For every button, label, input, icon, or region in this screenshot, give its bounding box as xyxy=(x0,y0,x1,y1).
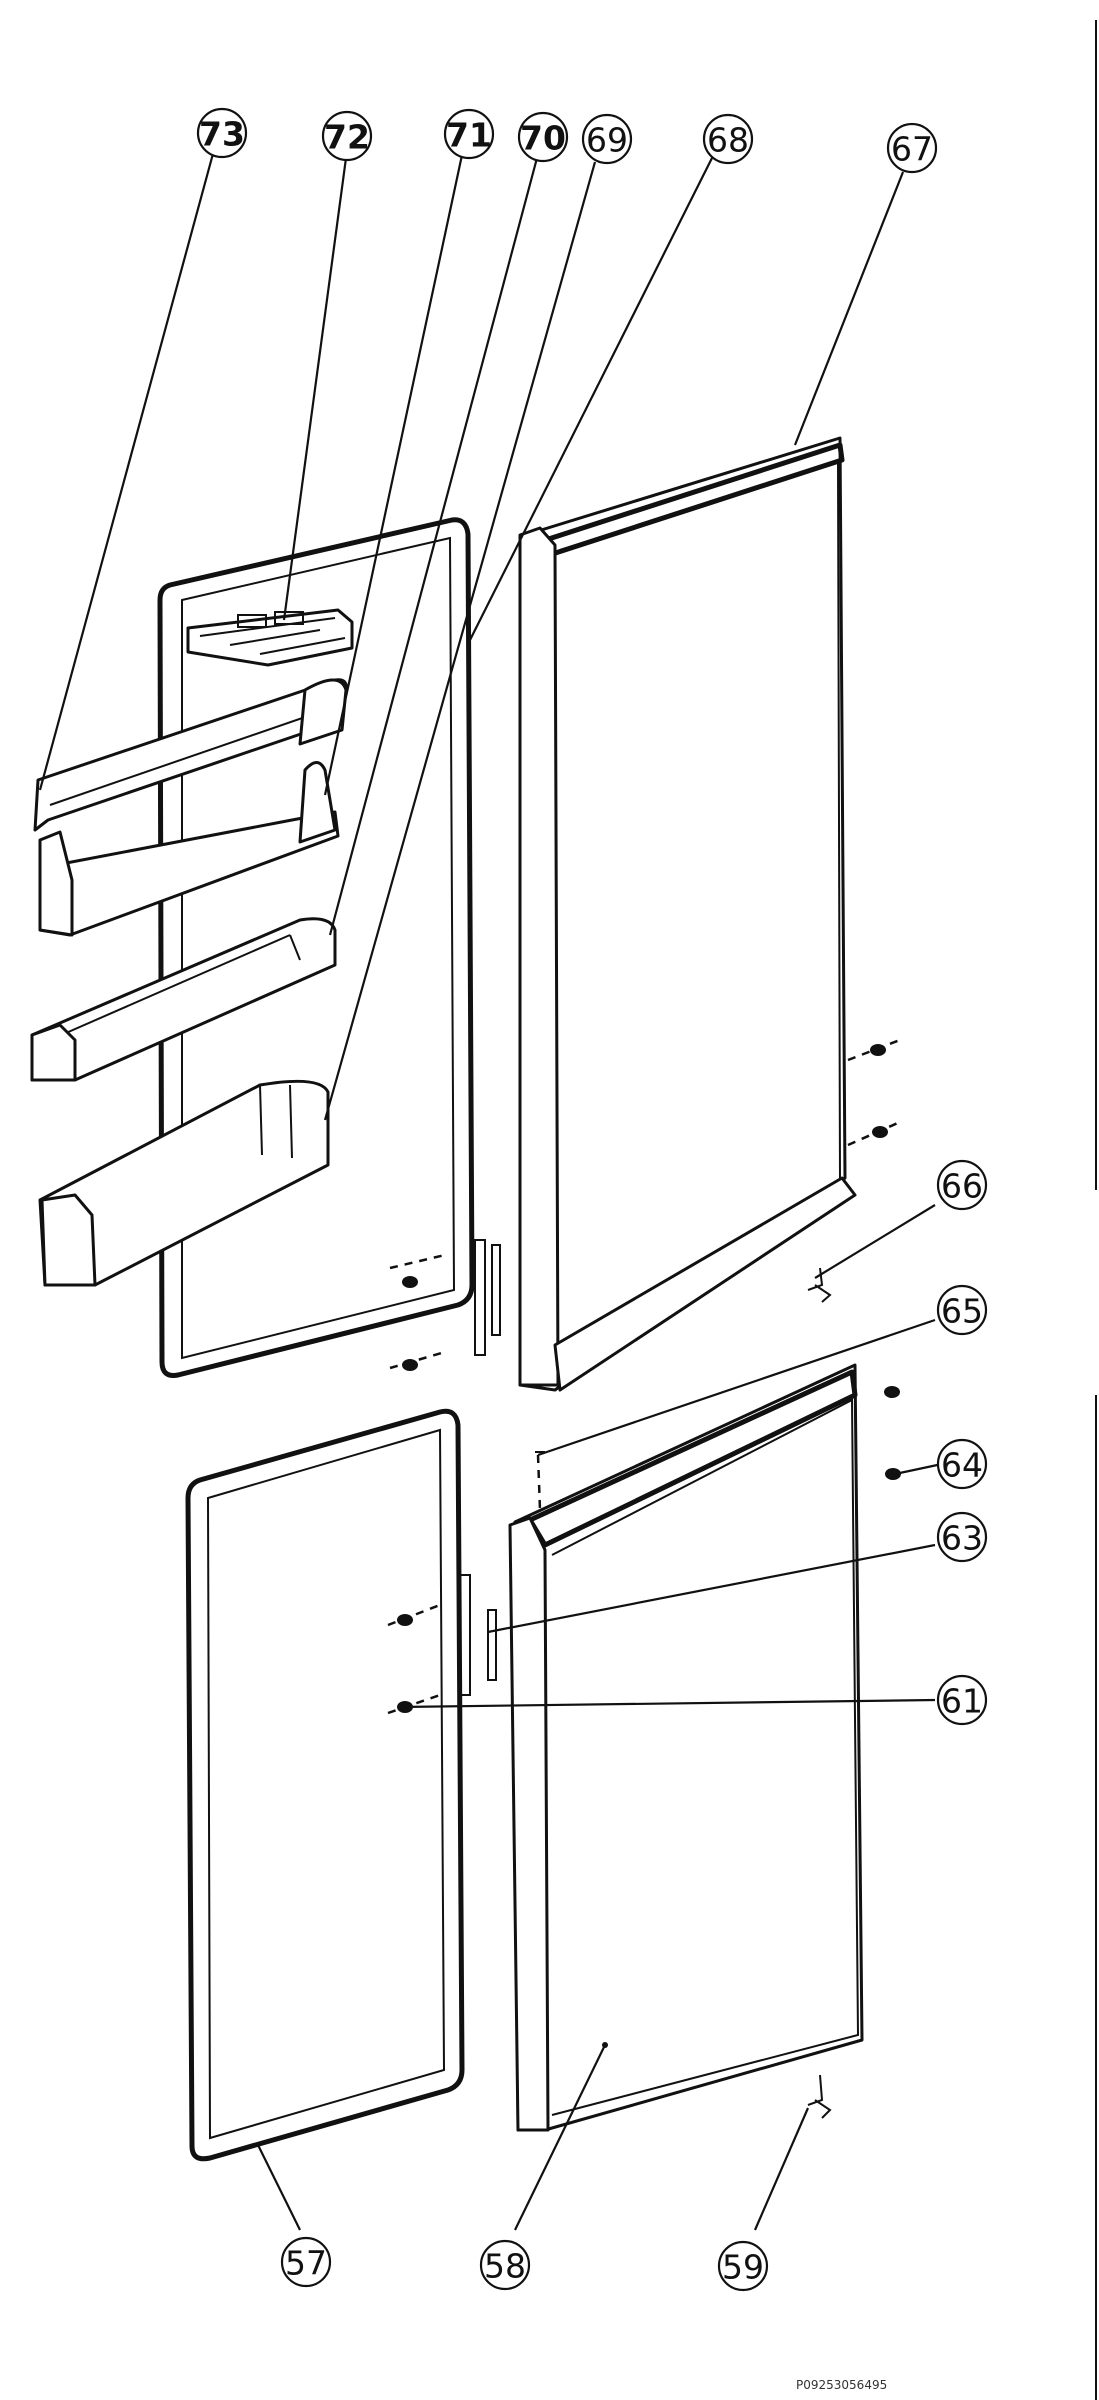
door-balcony-71 xyxy=(38,761,340,937)
callout-68: 68 xyxy=(702,113,754,165)
callout-61: 61 xyxy=(936,1674,988,1726)
door-balcony-70 xyxy=(30,917,337,1082)
callout-58: 58 xyxy=(479,2239,531,2291)
callout-67-label: 67 xyxy=(891,130,933,169)
callout-71-label: 71 xyxy=(446,116,492,155)
callout-57: 57 xyxy=(280,2236,332,2288)
callout-64: 64 xyxy=(936,1438,988,1490)
callout-57-label: 57 xyxy=(285,2244,327,2283)
callout-71: 71 xyxy=(443,108,495,160)
lower-door-outer-panel xyxy=(508,1363,864,2132)
callout-73: 73 xyxy=(196,107,248,159)
door-balcony-69 xyxy=(38,1079,330,1287)
callout-59-label: 59 xyxy=(722,2248,764,2287)
callout-59: 59 xyxy=(717,2240,769,2292)
callout-70: 70 xyxy=(517,111,569,163)
callout-63: 63 xyxy=(936,1511,988,1563)
upper-hinge-hardware-left xyxy=(389,1239,501,1371)
lower-door-gasket xyxy=(185,1408,465,2162)
upper-small-compartment xyxy=(186,608,354,667)
callout-69-label: 69 xyxy=(586,121,628,160)
callout-65-label: 65 xyxy=(941,1292,983,1331)
callout-72-label: 72 xyxy=(324,118,370,157)
lower-door-fasteners-right xyxy=(535,1386,901,2119)
callout-58-label: 58 xyxy=(484,2247,526,2286)
document-id: P09253056495 xyxy=(796,2378,888,2392)
upper-bar-shelf xyxy=(33,678,348,832)
callout-63-label: 63 xyxy=(941,1519,983,1558)
callout-61-label: 61 xyxy=(941,1682,983,1721)
leader-lines xyxy=(38,149,943,2231)
upper-door-outer-panel xyxy=(518,436,857,1392)
callout-66-label: 66 xyxy=(941,1167,983,1206)
callout-66: 66 xyxy=(936,1159,988,1211)
callout-73-label: 73 xyxy=(199,115,245,154)
callout-70-label: 70 xyxy=(520,119,566,158)
callout-69: 69 xyxy=(581,113,633,165)
upper-door-gasket xyxy=(157,517,475,1378)
callout-67: 67 xyxy=(886,122,938,174)
callout-68-label: 68 xyxy=(707,121,749,160)
callout-64-label: 64 xyxy=(941,1446,983,1485)
callout-65: 65 xyxy=(936,1284,988,1336)
upper-door-fasteners-right xyxy=(807,1038,901,1303)
callout-72: 72 xyxy=(321,110,373,162)
